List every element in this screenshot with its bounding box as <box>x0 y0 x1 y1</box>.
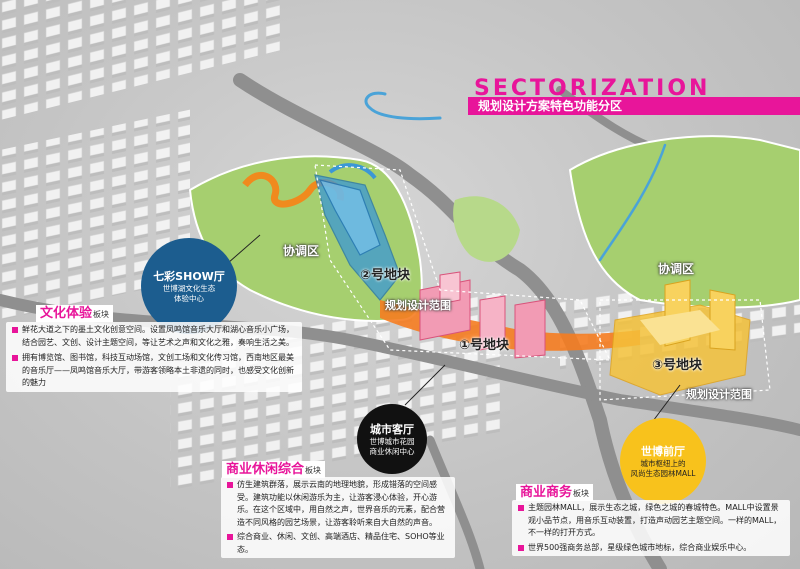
business-suffix: 板块 <box>573 489 590 498</box>
panel-business-title: 商业商务板块 <box>516 481 594 501</box>
panel-leisure-title: 商业休闲综合板块 <box>222 458 326 478</box>
business-item-2: 世界500强商务总部，星级绿色城市地标，综合商业娱乐中心。 <box>516 542 786 555</box>
culture-title: 文化体验 <box>40 306 93 321</box>
culture-item-1: 鲜花大道之下的墨土文化创意空间。设置凤鸣馆音乐大厅和湖心音乐小广场，结合园艺、文… <box>10 324 298 349</box>
circle-qicai-line2: 体验中心 <box>174 294 204 303</box>
circle-keting-line2: 商业休闲中心 <box>369 447 415 456</box>
range-label-left: 规划设计范围 <box>385 299 451 312</box>
plot1-buildings <box>380 271 640 359</box>
circle-qianting-title: 世博前厅 <box>641 445 685 458</box>
business-title: 商业商务 <box>520 485 573 500</box>
zone-label-plot2: ②号地块 <box>360 268 411 283</box>
leisure-item-2: 综合商业、休闲、文创、高端酒店、精品住宅、SOHO等业态。 <box>225 531 451 556</box>
panel-culture-title: 文化体验板块 <box>36 302 114 322</box>
title-bar <box>468 97 800 115</box>
culture-suffix: 板块 <box>93 310 110 319</box>
circle-qicai-line1: 世博湖文化生态 <box>162 284 216 293</box>
range-label-right: 规划设计范围 <box>686 388 752 401</box>
title-chinese: 规划设计方案特色功能分区 <box>478 99 623 113</box>
culture-item-2: 拥有博览馆、图书馆，科技互动场馆，文创工场和文化传习馆，西南地区最美的音乐厅——… <box>10 352 298 390</box>
panel-business: 主题园林MALL，展示生态之城，绿色之城的春城特色。MALL中设置景观小品节点，… <box>512 500 790 556</box>
panel-culture: 鲜花大道之下的墨土文化创意空间。设置凤鸣馆音乐大厅和湖心音乐小广场，结合园艺、文… <box>6 322 302 392</box>
title-english: SECTORIZATION <box>474 76 711 101</box>
plot2-buildings <box>314 163 401 301</box>
circle-keting-line1: 世博城市花园 <box>369 437 415 446</box>
panel-leisure: 仿生建筑群落，展示云南的地理地貌，形成错落的空间感受。建筑功能以休闲游乐为主，让… <box>221 477 455 558</box>
zone-label-plot3: ③号地块 <box>652 358 703 373</box>
water <box>364 91 667 262</box>
circle-qianting-line2: 风尚生态园林MALL <box>630 469 696 478</box>
leisure-suffix: 板块 <box>305 466 322 475</box>
zone-label-coord-left: 协调区 <box>283 244 320 258</box>
planning-boundary <box>314 164 771 401</box>
circle-qicai-show: 七彩SHOW厅 世博湖文化生态 体验中心 <box>141 238 237 334</box>
circle-keting-title: 城市客厅 <box>370 423 414 436</box>
plot3-buildings <box>609 279 751 396</box>
leisure-title: 商业休闲综合 <box>226 462 305 477</box>
circle-qicai-title: 七彩SHOW厅 <box>153 270 225 283</box>
circle-expo-front-hall: 世博前厅 城市枢纽上的 风尚生态园林MALL <box>620 418 706 504</box>
leisure-item-1: 仿生建筑群落，展示云南的地理地貌，形成错落的空间感受。建筑功能以休闲游乐为主，让… <box>225 479 451 529</box>
circle-qianting-line1: 城市枢纽上的 <box>640 459 686 468</box>
business-item-1: 主题园林MALL，展示生态之城，绿色之城的春城特色。MALL中设置景观小品节点，… <box>516 502 786 540</box>
zone-label-coord-right: 协调区 <box>658 262 695 276</box>
zone-label-plot1: ①号地块 <box>459 338 510 353</box>
circle-city-lounge: 城市客厅 世博城市花园 商业休闲中心 <box>357 404 427 474</box>
